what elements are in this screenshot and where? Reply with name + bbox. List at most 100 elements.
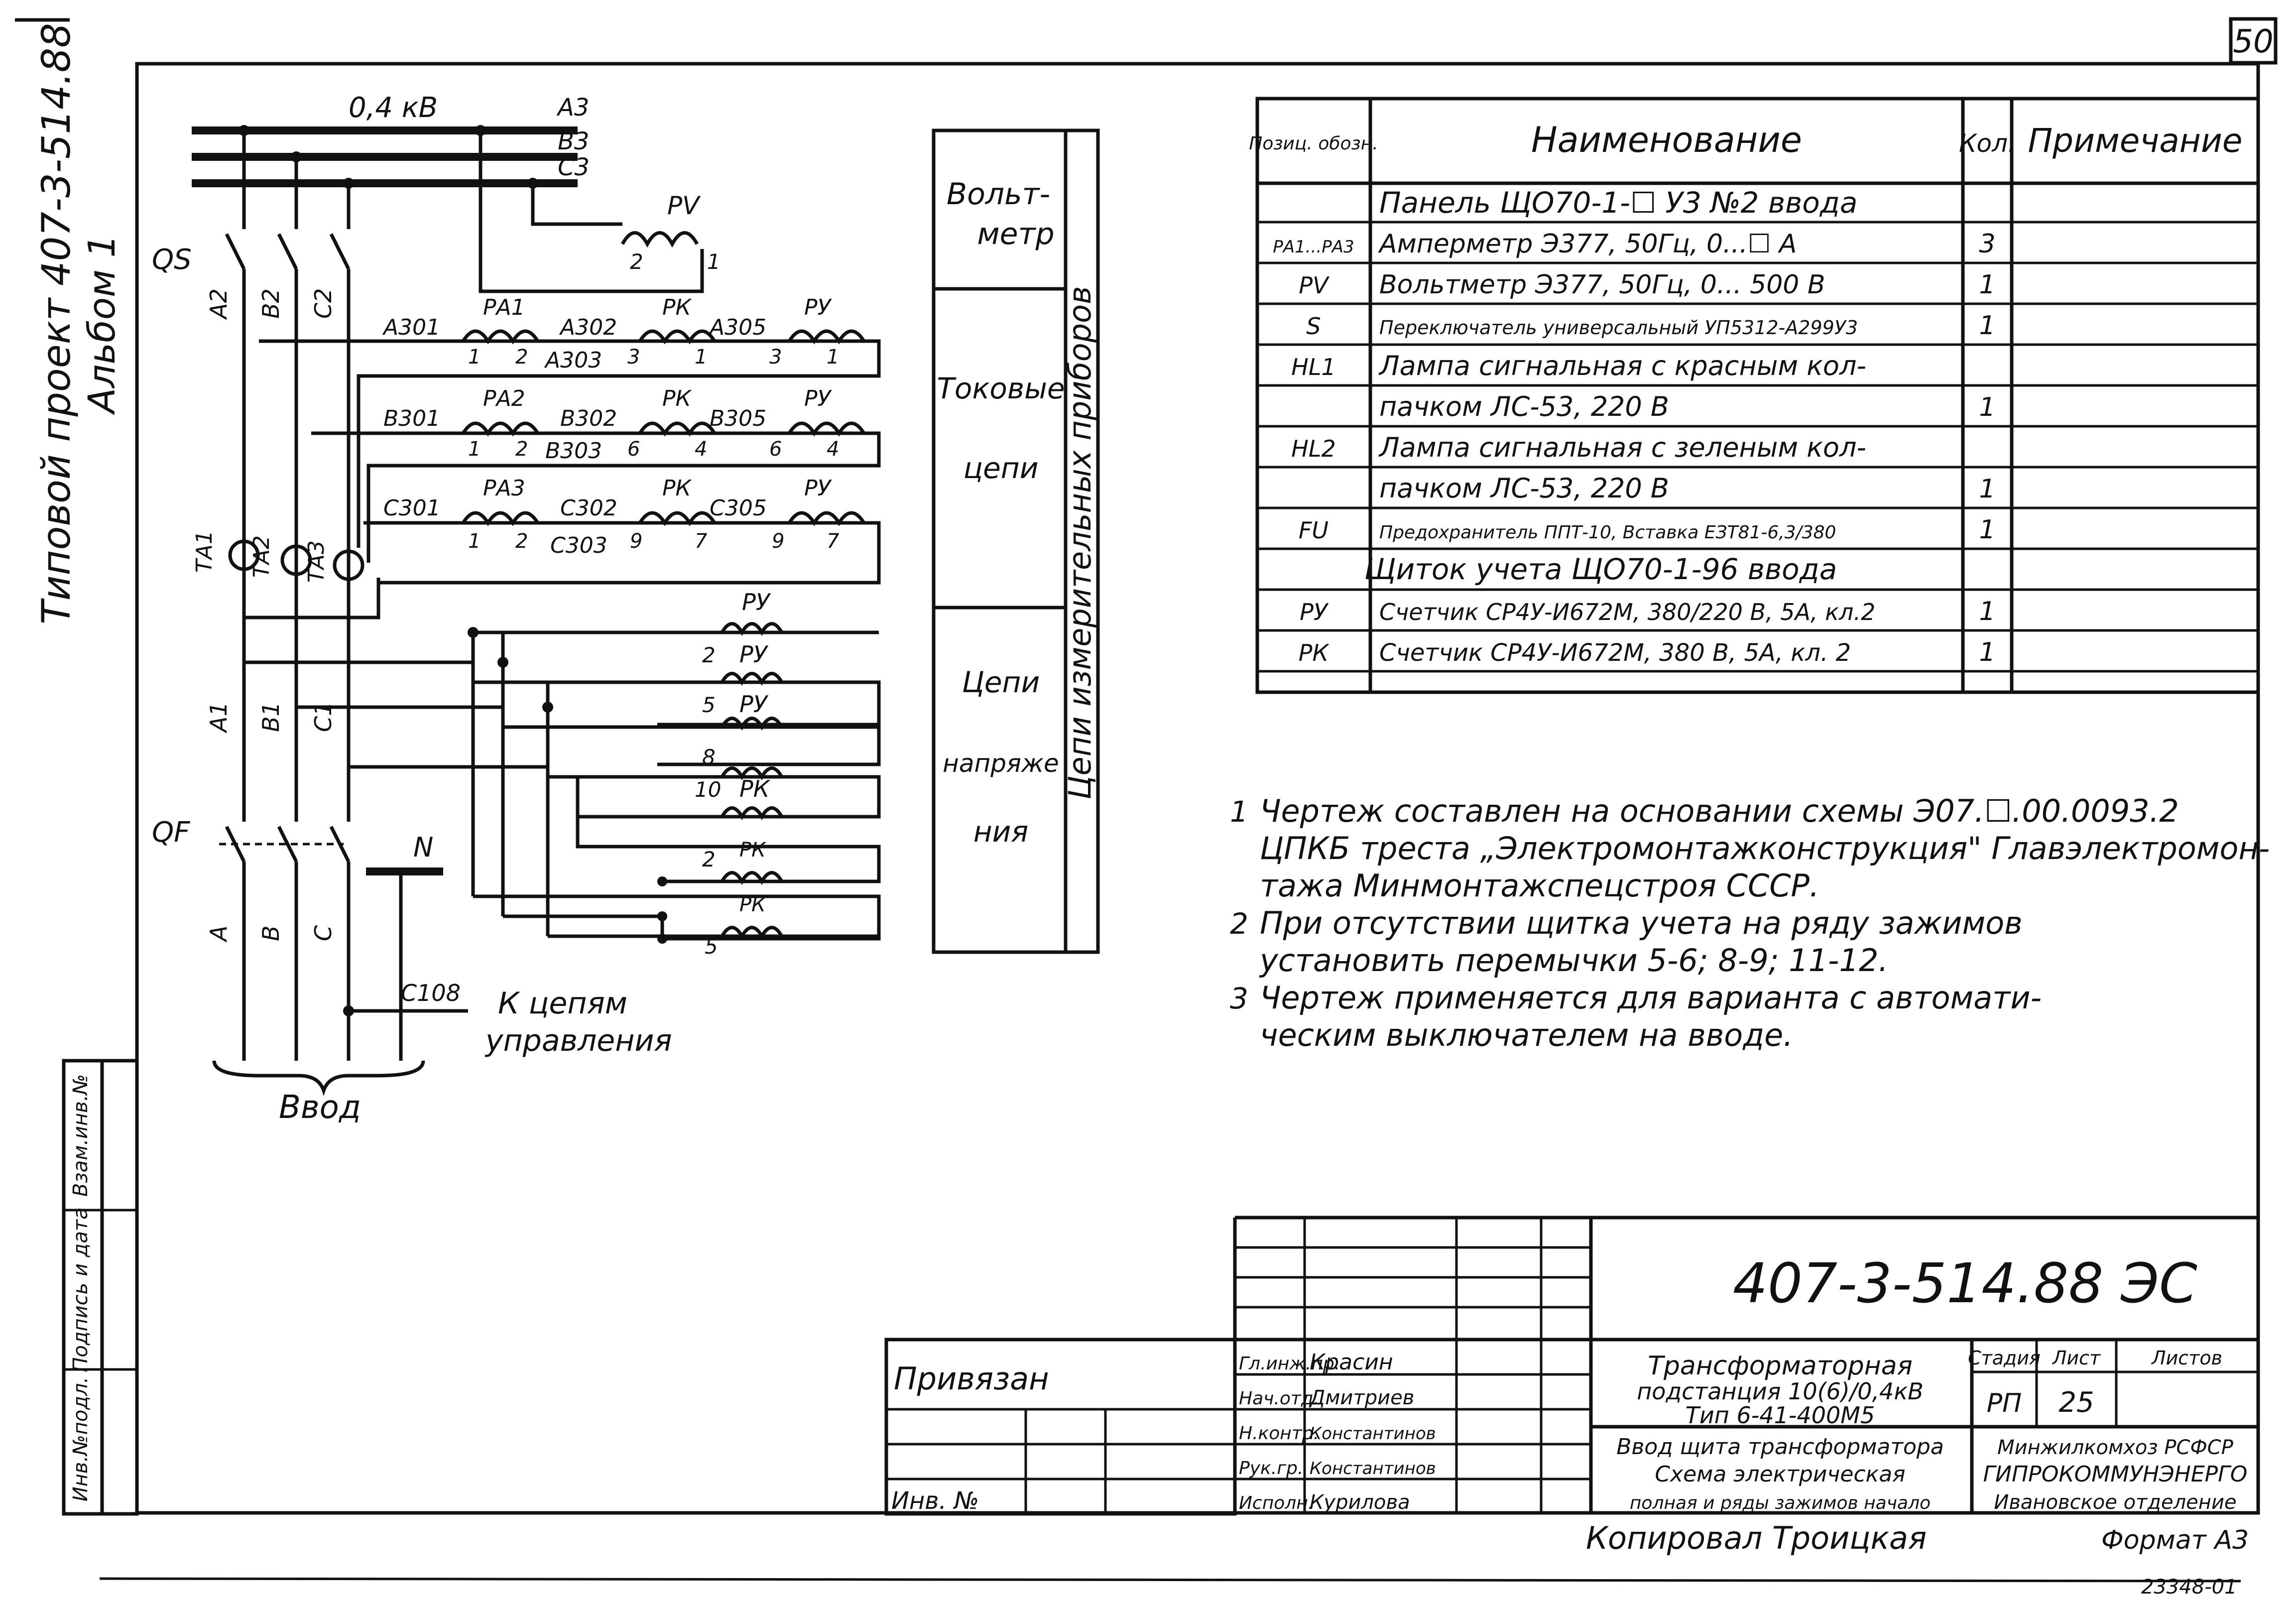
legend-section-current-1: Токовые bbox=[937, 371, 1065, 405]
ammeter-pa2: РА2 bbox=[483, 386, 525, 411]
spec-cell-pos: HL1 bbox=[1291, 354, 1335, 380]
role-4-name: Константинов bbox=[1310, 1459, 1436, 1479]
archive-col-signature: Подпись и дата bbox=[69, 1207, 92, 1372]
wire-a305: А305 bbox=[708, 315, 766, 340]
spec-row: РУ Счетчик СР4У-И672М, 380/220 В, 5А, кл… bbox=[1300, 597, 1995, 626]
phase-bottom-c: С bbox=[310, 925, 337, 941]
subtitle-line-2: Схема электрическая bbox=[1655, 1462, 1905, 1487]
control-text-line2: управления bbox=[484, 1023, 672, 1058]
wire-b302: В302 bbox=[560, 406, 617, 431]
role-1-name: Красин bbox=[1310, 1350, 1393, 1375]
spec-cell-name: Счетчик СР4У-И672М, 380 В, 5А, кл. 2 bbox=[1379, 639, 1851, 667]
pu-b-pin-1: 6 bbox=[769, 438, 782, 461]
subtitle-line-1: Ввод щита трансформатора bbox=[1616, 1434, 1944, 1460]
drawing-code: 407-3-514.88 ЭС bbox=[1733, 1251, 2197, 1315]
phase-top-c: С2 bbox=[310, 288, 337, 319]
legend-section-voltage-2: напряже bbox=[943, 749, 1059, 778]
spec-cell-qty: 1 bbox=[1979, 311, 1995, 341]
role-5-name: Курилова bbox=[1310, 1491, 1410, 1514]
role-2-name: Дмитриев bbox=[1309, 1386, 1414, 1409]
vcoil-1-pin: 2 bbox=[702, 643, 716, 667]
spec-row: FU Предохранитель ППТ-10, Вставка ЕЗТ81-… bbox=[1299, 515, 1996, 545]
spec-cell-name: пачком ЛС-53, 220 В bbox=[1379, 473, 1669, 504]
spec-cell-pos: РА1...РА3 bbox=[1273, 237, 1354, 257]
neutral-label: N bbox=[413, 832, 433, 863]
sheet-value: 25 bbox=[2058, 1386, 2094, 1419]
vcoil-1-name: РУ bbox=[739, 641, 769, 668]
legend-section-voltage-1: Цепи bbox=[962, 665, 1040, 699]
spec-row: РА1...РА3 Амперметр Э377, 50Гц, 0...☐ А … bbox=[1273, 229, 1995, 259]
meter-pu-a: РУ bbox=[804, 295, 833, 320]
pa2-pin-1: 1 bbox=[468, 438, 481, 461]
spec-cell-name: Панель ЩО70-1-☐ У3 №2 ввода bbox=[1379, 186, 1857, 220]
title-line-3: Тип 6-41-400М5 bbox=[1686, 1402, 1875, 1429]
wire-a303: А303 bbox=[544, 348, 602, 373]
note-1-number: 1 bbox=[1230, 795, 1248, 829]
notes: 1 Чертеж составлен на основании схемы Э0… bbox=[1230, 793, 2270, 1053]
copied-by: Копировал Троицкая bbox=[1586, 1520, 1927, 1556]
spec-cell-name: Амперметр Э377, 50Гц, 0...☐ А bbox=[1378, 229, 1797, 259]
phase-top-a: А2 bbox=[205, 288, 232, 320]
pa1-pin-2: 2 bbox=[515, 346, 528, 369]
voltmeter-coil bbox=[620, 231, 699, 248]
wire-b301: В301 bbox=[383, 406, 440, 431]
inv-label: Инв. № bbox=[891, 1487, 979, 1515]
current-row-b: В301 РА2 1 2 В302 В303 РК 6 4 В305 РУ 6 … bbox=[383, 386, 865, 464]
spec-cell-pos: S bbox=[1306, 313, 1321, 340]
spec-row: Щиток учета ЩО70-1-96 ввода bbox=[1364, 552, 1837, 586]
title-block: Привязан Инв. № Гл.инж.пр. Красин Нач.от… bbox=[884, 1216, 2258, 1516]
org-line-3: Ивановское отделение bbox=[1994, 1491, 2236, 1514]
title-line-1: Трансформаторная bbox=[1648, 1351, 1913, 1381]
pk-a-pin-1: 3 bbox=[627, 346, 640, 369]
pa2-pin-2: 2 bbox=[515, 438, 528, 461]
spec-row: HL2 Лампа сигнальная с зеленым кол- bbox=[1291, 432, 1866, 463]
qs-label: QS bbox=[152, 244, 192, 276]
spec-header-note: Примечание bbox=[2028, 122, 2243, 160]
wire-a302: А302 bbox=[559, 315, 617, 340]
wire-a301: А301 bbox=[382, 315, 440, 340]
vcoil-5-pin: 2 bbox=[702, 847, 716, 871]
spec-cell-name: Переключатель универсальный УП5312-А299У… bbox=[1379, 317, 1858, 339]
wire-c302: С302 bbox=[560, 495, 617, 521]
vcoil-6-pin: 5 bbox=[705, 934, 718, 959]
pu-a-pin-2: 1 bbox=[827, 346, 839, 369]
wire-c303: С303 bbox=[550, 533, 607, 558]
phase-mid-a: А1 bbox=[205, 702, 232, 734]
note-3-line-1: Чертеж применяется для варианта с автома… bbox=[1260, 980, 2042, 1016]
pu-a-pin-1: 3 bbox=[769, 346, 782, 369]
org-line-1: Минжилкомхоз РСФСР bbox=[1997, 1436, 2234, 1459]
archive-col-inv: Инв.№подл. bbox=[69, 1377, 92, 1502]
role-2-title: Нач.отд. bbox=[1239, 1388, 1319, 1409]
pk-a-pin-2: 1 bbox=[695, 346, 707, 369]
phase-mid-b: В1 bbox=[257, 702, 284, 732]
control-text-line1: К цепям bbox=[498, 986, 627, 1021]
spec-row: S Переключатель универсальный УП5312-А29… bbox=[1306, 311, 1995, 341]
pa3-pin-2: 2 bbox=[515, 530, 528, 553]
note-2-line-2: установить перемычки 5-6; 8-9; 11-12. bbox=[1259, 942, 1888, 979]
spec-cell-pos: FU bbox=[1299, 517, 1329, 544]
bus-voltage-label: 0,4 кВ bbox=[349, 92, 438, 124]
spec-cell-pos: PV bbox=[1299, 272, 1330, 299]
pu-b-pin-2: 4 bbox=[827, 438, 839, 461]
phase-bottom-a: А bbox=[205, 926, 232, 943]
spec-cell-name: Щиток учета ЩО70-1-96 ввода bbox=[1364, 552, 1837, 586]
side-album-title: Альбом 1 bbox=[81, 235, 123, 415]
spec-header-qty: Кол. bbox=[1959, 129, 2016, 158]
archive-col-replace: Взам.инв.№ bbox=[69, 1074, 92, 1197]
spec-row: пачком ЛС-53, 220 В 1 bbox=[1379, 391, 1996, 422]
subtitle-line-3: полная и ряды зажимов начало bbox=[1630, 1493, 1931, 1513]
spec-cell-qty: 1 bbox=[1979, 392, 1995, 422]
spec-cell-qty: 1 bbox=[1979, 637, 1995, 667]
current-row-c: С301 РА3 1 2 С302 С303 РК 9 7 С305 РУ 9 … bbox=[383, 476, 865, 558]
stage-value: РП bbox=[1987, 1388, 2022, 1418]
role-4-title: Рук.гр. bbox=[1239, 1458, 1303, 1479]
control-wire-label: С108 bbox=[401, 980, 461, 1006]
spec-cell-name: Лампа сигнальная с красным кол- bbox=[1378, 350, 1866, 381]
sheet-number: 50 bbox=[2233, 23, 2273, 60]
note-1-line-1: Чертеж составлен на основании схемы Э07.… bbox=[1260, 793, 2179, 829]
meter-pk-b: РК bbox=[662, 386, 692, 411]
side-project-title: Типовой проект 407-3-514.88 bbox=[34, 23, 79, 624]
bus-label-b: В3 bbox=[558, 127, 589, 155]
voltmeter-pin-right: 1 bbox=[707, 249, 721, 274]
phase-bottom-b: В bbox=[257, 925, 284, 941]
